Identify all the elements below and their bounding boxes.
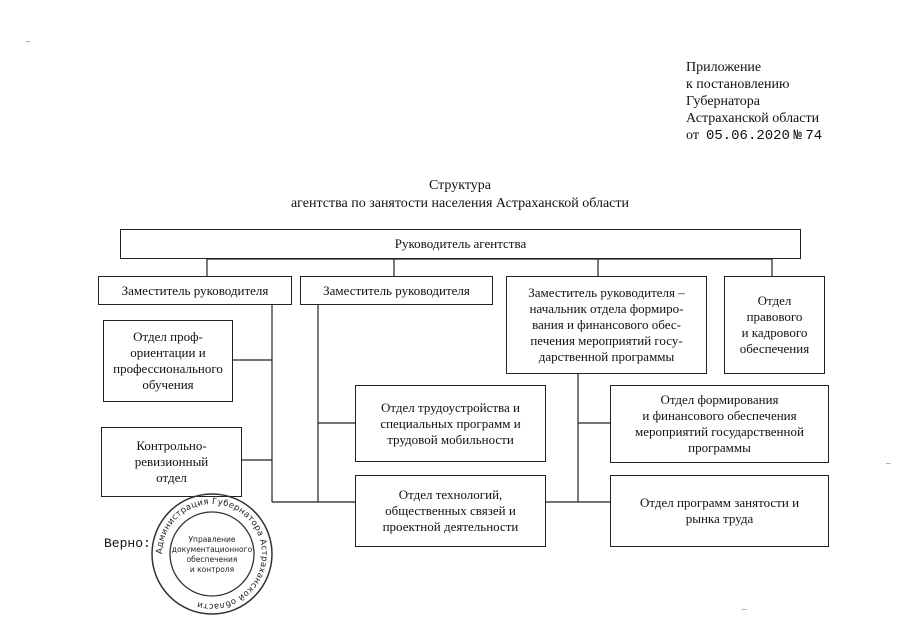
appendix-date-row: от 05.06.2020 № 74 <box>686 127 822 145</box>
head-of-agency-box: Руководитель агентства <box>120 229 801 259</box>
career-guidance-department-box: Отдел проф- ориентации и профессионально… <box>103 320 233 402</box>
official-stamp: Администрация Губернатора Астраханской о… <box>148 492 276 621</box>
legal-hr-department-label: Отдел правового и кадрового обеспечения <box>739 293 810 356</box>
stamp-line3: обеспечения <box>187 555 238 564</box>
deputy-head-2-box: Заместитель руководителя <box>300 276 493 305</box>
appendix-line3: Губернатора <box>686 94 761 109</box>
appendix-number-label: № <box>793 128 802 144</box>
technology-pr-department-box: Отдел технологий, общественных связей и … <box>355 475 546 547</box>
deputy-head-1-box: Заместитель руководителя <box>98 276 292 305</box>
stamp-line1: Управление <box>188 535 235 544</box>
document-title: Структура <box>428 178 492 193</box>
technology-pr-department-label: Отдел технологий, общественных связей и … <box>382 487 519 534</box>
appendix-header: Приложение к постановлению Губернатора А… <box>686 59 822 145</box>
audit-department-label: Контрольно- ревизионный отдел <box>134 438 209 485</box>
certification-label: Верно: <box>104 536 151 551</box>
appendix-line4: Астраханской области <box>686 111 820 126</box>
appendix-date-prefix: от <box>686 128 699 143</box>
stamp-line4: и контроля <box>190 565 234 574</box>
deputy-head-2-label: Заместитель руководителя <box>323 282 470 298</box>
appendix-date: 05.06.2020 <box>705 128 790 144</box>
appendix-line1: Приложение <box>686 60 762 75</box>
employment-programs-department-box: Отдел трудоустройства и специальных прог… <box>355 385 546 462</box>
deputy-head-3-label: Заместитель руководителя – начальник отд… <box>528 285 685 364</box>
employment-programs-department-label: Отдел трудоустройства и специальных прог… <box>380 399 521 447</box>
career-guidance-department-label: Отдел проф- ориентации и профессионально… <box>113 329 223 392</box>
employment-market-programs-department-box: Отдел программ занятости и рынка труда <box>610 475 829 547</box>
scan-mark: – <box>26 36 31 46</box>
finance-department-box: Отдел формирования и финансового обеспеч… <box>610 385 829 463</box>
deputy-head-3-box: Заместитель руководителя – начальник отд… <box>506 276 707 374</box>
stamp-line2: документационного <box>172 545 253 554</box>
employment-market-programs-department-label: Отдел программ занятости и рынка труда <box>639 495 800 526</box>
audit-department-box: Контрольно- ревизионный отдел <box>101 427 242 497</box>
finance-department-label: Отдел формирования и финансового обеспеч… <box>635 392 804 455</box>
scan-mark: – <box>742 604 747 614</box>
appendix-number: 74 <box>805 128 823 144</box>
scan-mark: – <box>886 458 891 468</box>
head-of-agency-label: Руководитель агентства <box>394 236 527 251</box>
deputy-head-1-label: Заместитель руководителя <box>121 282 269 298</box>
appendix-line2: к постановлению <box>686 77 790 92</box>
document-subtitle: агентства по занятости населения Астраха… <box>290 196 630 211</box>
legal-hr-department-box: Отдел правового и кадрового обеспечения <box>724 276 825 374</box>
